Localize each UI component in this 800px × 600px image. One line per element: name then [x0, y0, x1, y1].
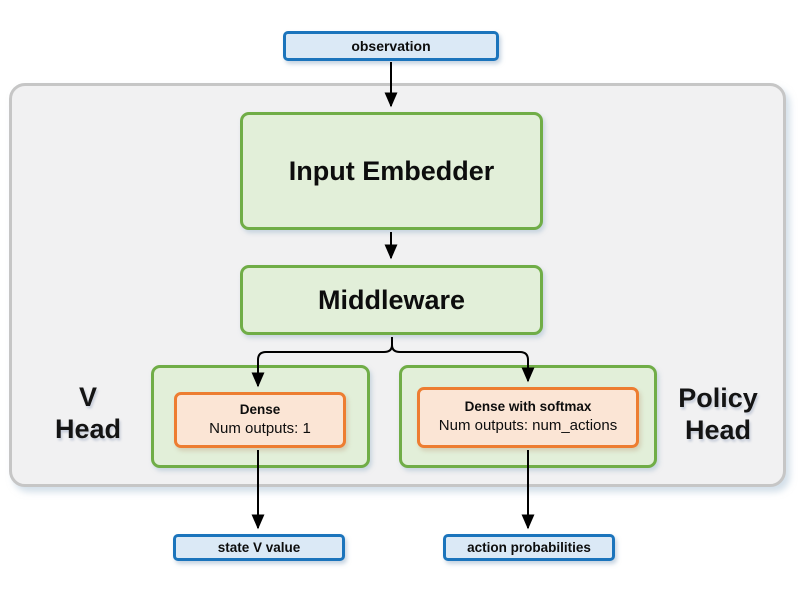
state-v-value-node: state V value [173, 534, 345, 561]
input-embedder-node: Input Embedder [240, 112, 543, 230]
v-dense-subtitle: Num outputs: 1 [209, 419, 311, 437]
v-head-label: V Head [33, 382, 143, 446]
middleware-node: Middleware [240, 265, 543, 335]
observation-node: observation [283, 31, 499, 61]
v-head-label-line1: V [78, 382, 97, 412]
policy-dense-title: Dense with softmax [464, 399, 592, 415]
policy-head-label-line2: Head [684, 414, 752, 445]
v-dense-title: Dense [239, 401, 281, 417]
policy-head-label-line1: Policy [678, 383, 758, 413]
action-probabilities-node: action probabilities [443, 534, 615, 561]
policy-dense-subtitle: Num outputs: num_actions [438, 417, 618, 435]
policy-head-dense-node: Dense with softmax Num outputs: num_acti… [417, 387, 639, 448]
v-head-label-line2: Head [54, 413, 122, 444]
v-head-dense-node: Dense Num outputs: 1 [174, 392, 346, 448]
policy-head-label: Policy Head [662, 383, 774, 447]
